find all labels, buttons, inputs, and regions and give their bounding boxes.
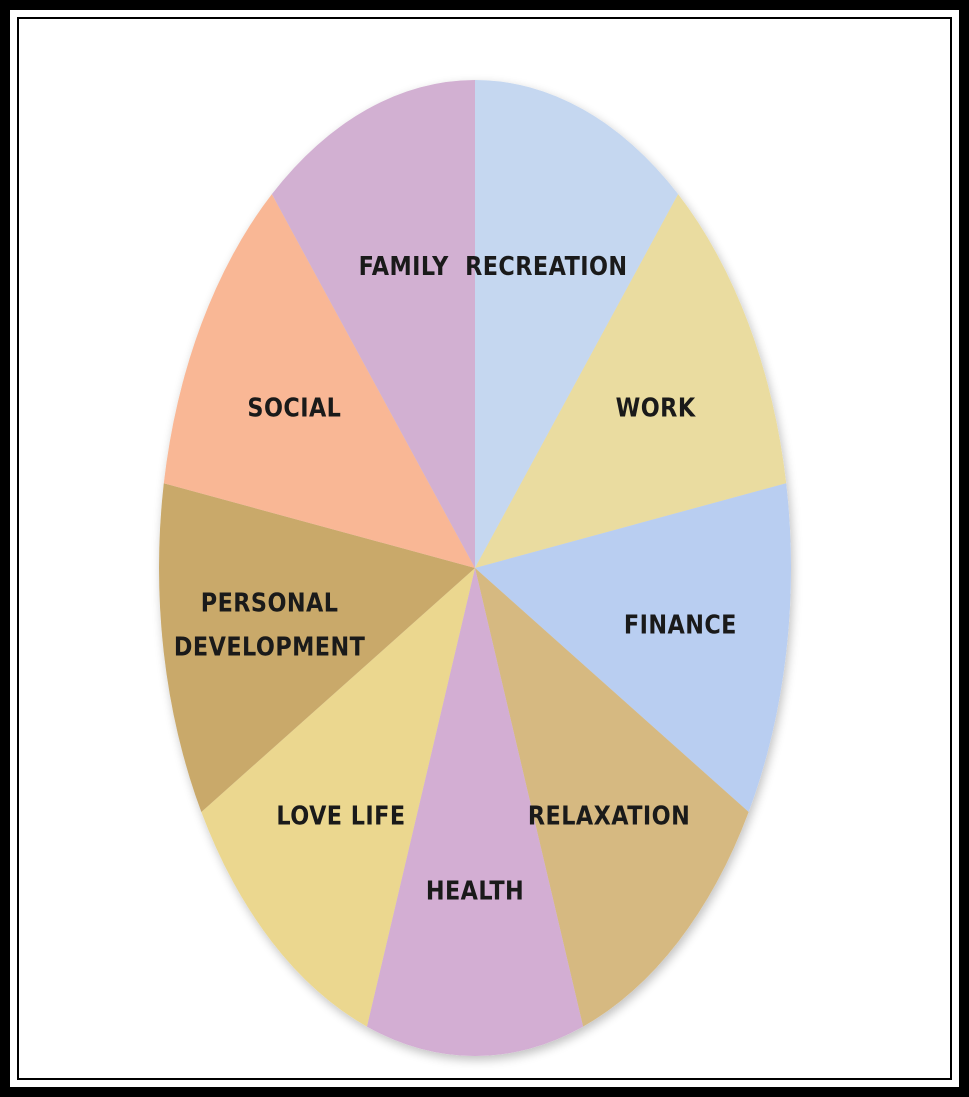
slice-label-work: WORK [616,391,697,422]
slice-label-love-life: LOVE LIFE [276,799,405,830]
slice-recreation [475,80,679,568]
slice-personal-development [158,483,475,812]
slice-label-relaxation: RELAXATION [528,799,690,830]
slice-finance [475,483,791,812]
slice-label-finance: FINANCE [624,608,737,639]
slice-family [271,80,475,568]
slice-label-health: HEALTH [426,875,524,906]
pie-labels: RECREATION WORK FINANCE RELAXATION HEALTH LOV… [174,250,737,906]
image-frame-inner-border [17,17,952,1080]
slice-social [163,194,475,568]
slice-label-family: FAMILY [359,250,449,281]
slice-love-life [201,568,475,1027]
slice-label-recreation: RECREATION [465,250,627,281]
slice-relaxation [475,568,749,1027]
slice-health [366,568,584,1056]
slice-label-social: SOCIAL [247,391,341,422]
pie-slices [158,80,791,1056]
slice-work [475,194,787,568]
